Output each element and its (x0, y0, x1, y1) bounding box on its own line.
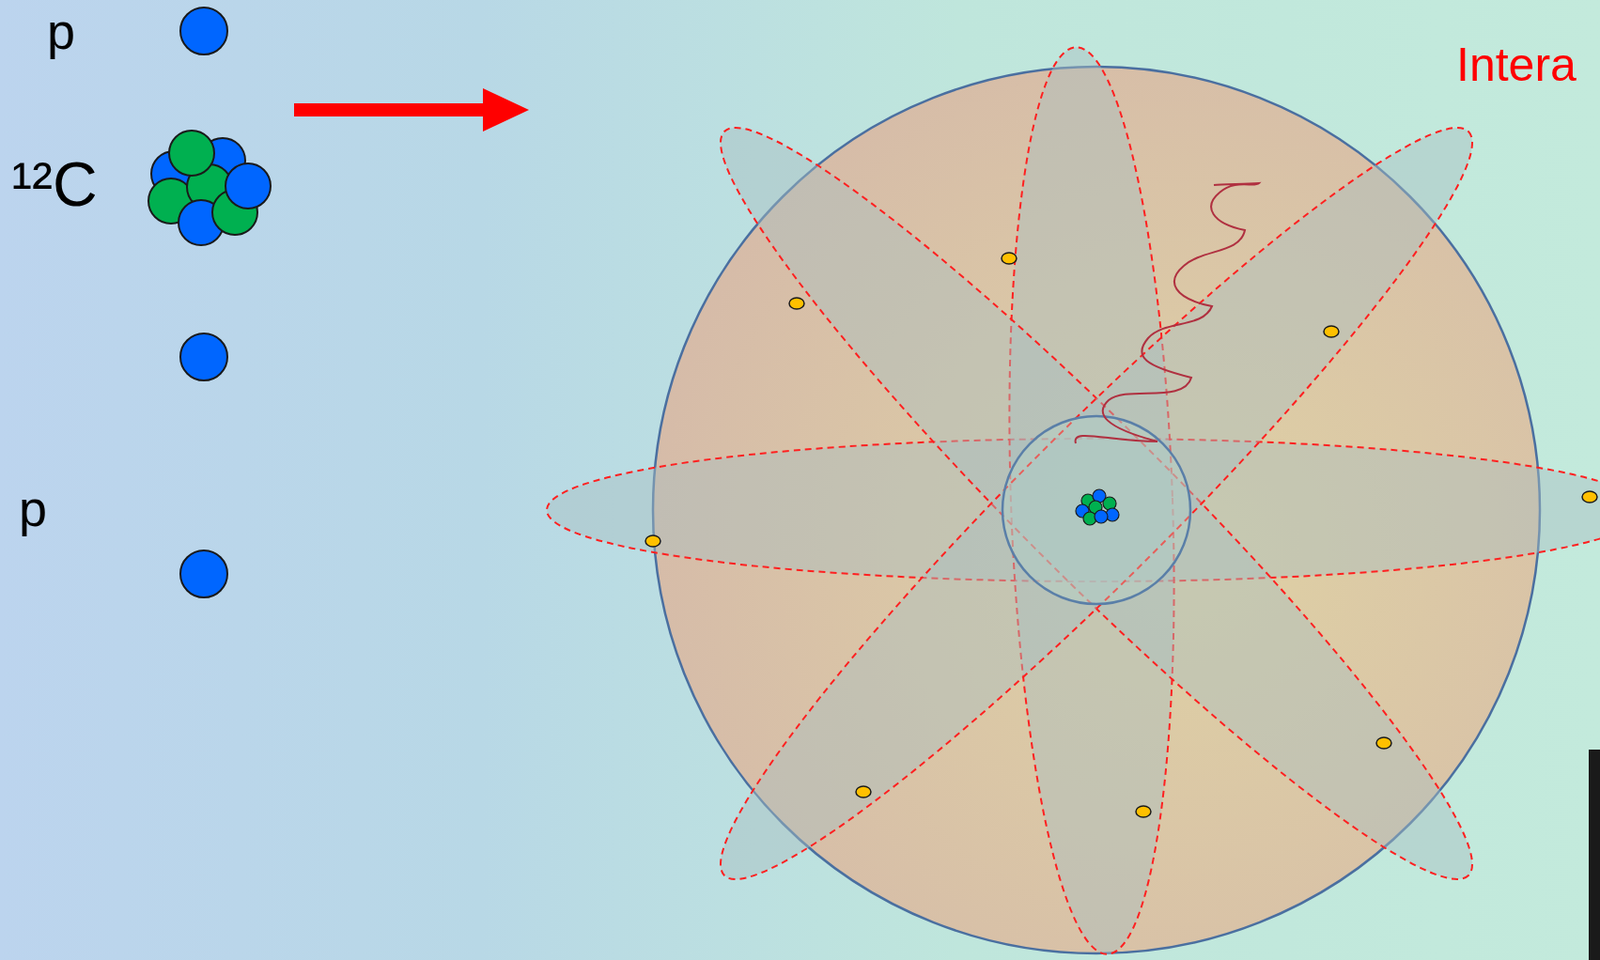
proton (180, 333, 228, 381)
red-arrow (294, 88, 529, 132)
proton (180, 7, 228, 55)
particle-label: p (18, 482, 47, 534)
title-fragment: Intera (1456, 41, 1577, 89)
electron-orbits (546, 44, 1600, 957)
particle-label: p (46, 5, 76, 57)
atom-nucleus (1075, 489, 1119, 526)
photon-wave (1075, 183, 1259, 444)
nucleus-label: ¹²C (11, 153, 98, 216)
electrons (645, 252, 1598, 818)
dark-bar (1588, 749, 1600, 960)
proton (180, 550, 228, 598)
inner-shell (1002, 416, 1191, 605)
carbon-nucleus (148, 130, 271, 246)
